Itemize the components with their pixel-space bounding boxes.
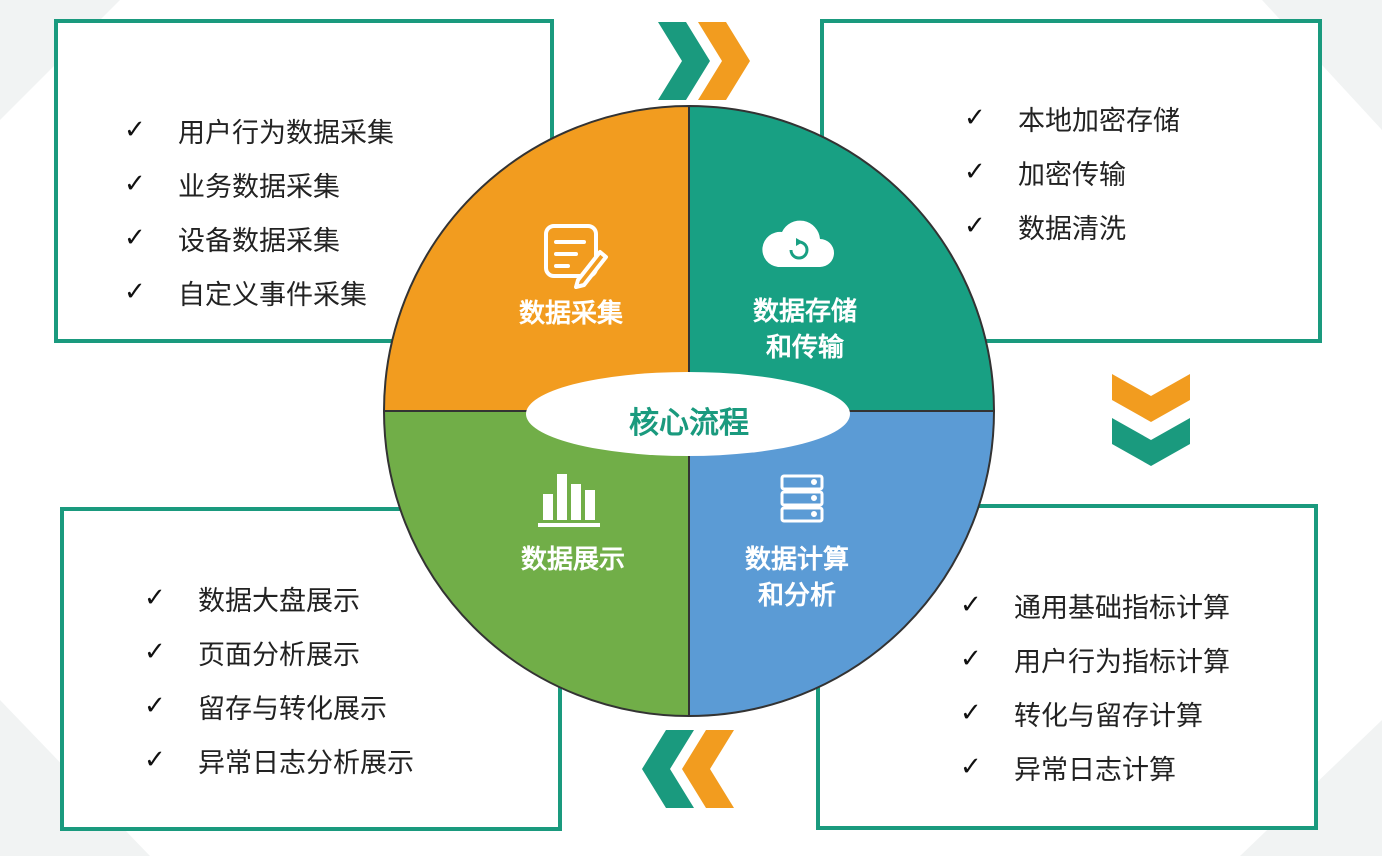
list-item: ✓页面分析展示 — [144, 637, 360, 671]
server-icon — [780, 474, 824, 523]
list-item: ✓数据大盘展示 — [144, 583, 360, 617]
list-item: ✓异常日志分析展示 — [144, 745, 414, 779]
check-icon: ✓ — [960, 590, 982, 620]
check-icon: ✓ — [124, 277, 146, 307]
display-list: ✓数据大盘展示 ✓页面分析展示 ✓留存与转化展示 ✓异常日志分析展示 — [144, 571, 414, 787]
list-item: ✓设备数据采集 — [124, 223, 340, 257]
bar-chart-icon — [538, 474, 600, 527]
compute-list: ✓通用基础指标计算 ✓用户行为指标计算 ✓转化与留存计算 ✓异常日志计算 — [960, 578, 1230, 794]
list-item: ✓本地加密存储 — [964, 103, 1180, 137]
cloud-refresh-icon — [762, 220, 834, 267]
check-icon: ✓ — [964, 103, 986, 133]
core-process-label: 核心流程 — [629, 406, 749, 441]
core-circle-graphic — [382, 104, 996, 718]
check-icon: ✓ — [124, 169, 146, 199]
chevron-down-icon — [1112, 374, 1190, 466]
compute-segment-label: 数据计算 和分析 — [744, 545, 849, 611]
storage-segment-label: 数据存储 和传输 — [752, 297, 857, 363]
chevron-right-icon — [658, 22, 750, 100]
list-item: ✓加密传输 — [964, 157, 1126, 191]
check-icon: ✓ — [964, 157, 986, 187]
list-item: ✓自定义事件采集 — [124, 277, 367, 311]
list-item: ✓留存与转化展示 — [144, 691, 387, 725]
compute-segment — [688, 410, 996, 718]
display-segment — [382, 410, 690, 718]
storage-segment — [688, 104, 996, 412]
check-icon: ✓ — [960, 644, 982, 674]
check-icon: ✓ — [960, 698, 982, 728]
core-ellipse — [526, 372, 850, 456]
collect-segment — [382, 104, 690, 412]
collect-list: ✓用户行为数据采集 ✓业务数据采集 ✓设备数据采集 ✓自定义事件采集 — [124, 103, 394, 319]
list-item: ✓转化与留存计算 — [960, 698, 1203, 732]
chevron-left-icon — [642, 730, 734, 808]
check-icon: ✓ — [960, 752, 982, 782]
check-icon: ✓ — [144, 691, 166, 721]
check-icon: ✓ — [964, 211, 986, 241]
list-item: ✓用户行为数据采集 — [124, 115, 394, 149]
edit-note-icon — [544, 224, 608, 289]
list-item: ✓数据清洗 — [964, 211, 1126, 245]
list-item: ✓业务数据采集 — [124, 169, 340, 203]
list-item: ✓通用基础指标计算 — [960, 590, 1230, 624]
storage-list: ✓本地加密存储 ✓加密传输 ✓数据清洗 — [964, 91, 1180, 253]
check-icon: ✓ — [144, 637, 166, 667]
core-process-circle: 数据采集 数据存储 和传输 数据展示 数据计算 和分析 核心流程 — [380, 102, 998, 720]
check-icon: ✓ — [144, 745, 166, 775]
check-icon: ✓ — [144, 583, 166, 613]
list-item: ✓用户行为指标计算 — [960, 644, 1230, 678]
collect-segment-label: 数据采集 — [518, 299, 623, 329]
check-icon: ✓ — [124, 115, 146, 145]
display-segment-label: 数据展示 — [520, 545, 625, 575]
list-item: ✓异常日志计算 — [960, 752, 1176, 786]
check-icon: ✓ — [124, 223, 146, 253]
